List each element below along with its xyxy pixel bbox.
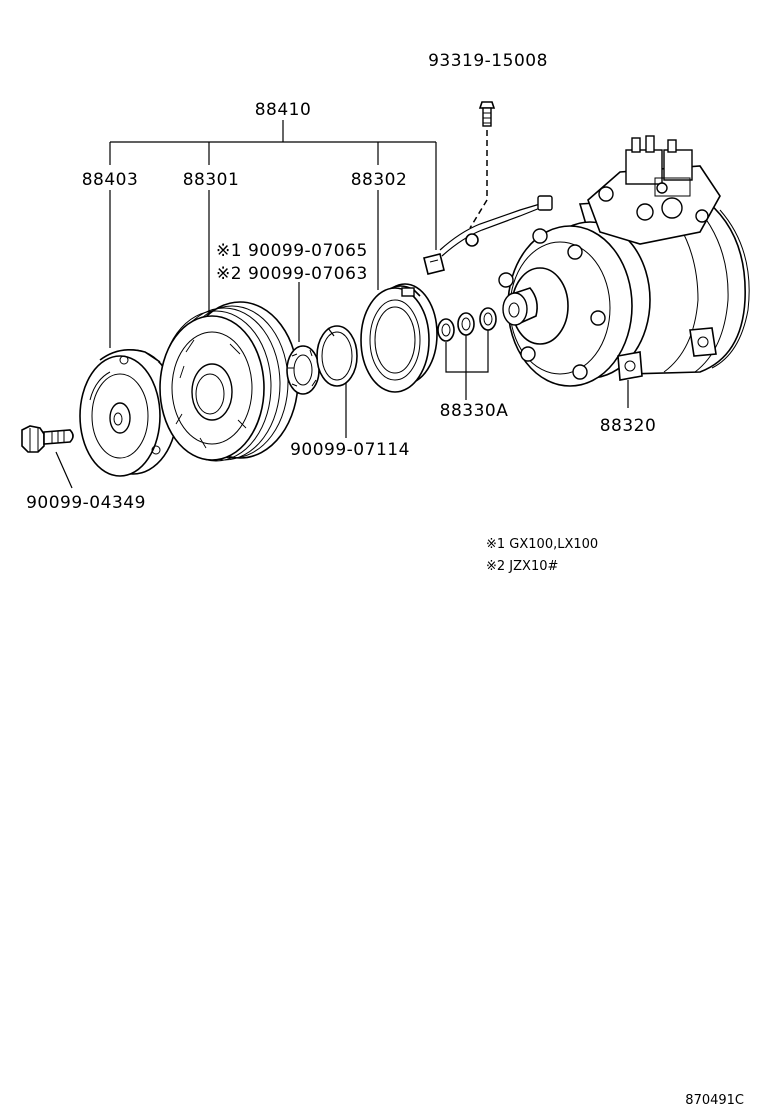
shims	[437, 307, 497, 342]
label-shim-note1: ※1 90099-07065	[216, 241, 368, 261]
pressure-plate	[79, 349, 178, 477]
label-shims: 88330A	[440, 401, 509, 421]
label-snap-ring: 90099-07114	[290, 440, 410, 460]
label-pressure-plate: 88403	[82, 170, 139, 190]
shim-ring	[286, 345, 320, 395]
label-stator: 88302	[351, 170, 408, 190]
label-compressor: 88320	[600, 416, 657, 436]
stator	[360, 283, 438, 393]
pulley	[159, 301, 299, 462]
compressor	[498, 135, 750, 387]
bolt	[21, 425, 74, 453]
label-clutch-assembly: 88410	[255, 100, 312, 120]
assembly-bracket	[109, 120, 437, 250]
leader-lines	[55, 190, 629, 489]
label-shim-note2: ※2 90099-07063	[216, 264, 368, 284]
label-bolt: 90099-04349	[26, 493, 146, 513]
label-screw: 93319-15008	[428, 51, 548, 71]
note-1: ※1 GX100,LX100	[486, 537, 598, 552]
note-2: ※2 JZX10#	[486, 559, 558, 574]
label-pulley: 88301	[183, 170, 240, 190]
figure-code: 870491C	[685, 1093, 744, 1108]
screw-and-wire	[423, 101, 553, 275]
snap-ring	[316, 325, 358, 387]
